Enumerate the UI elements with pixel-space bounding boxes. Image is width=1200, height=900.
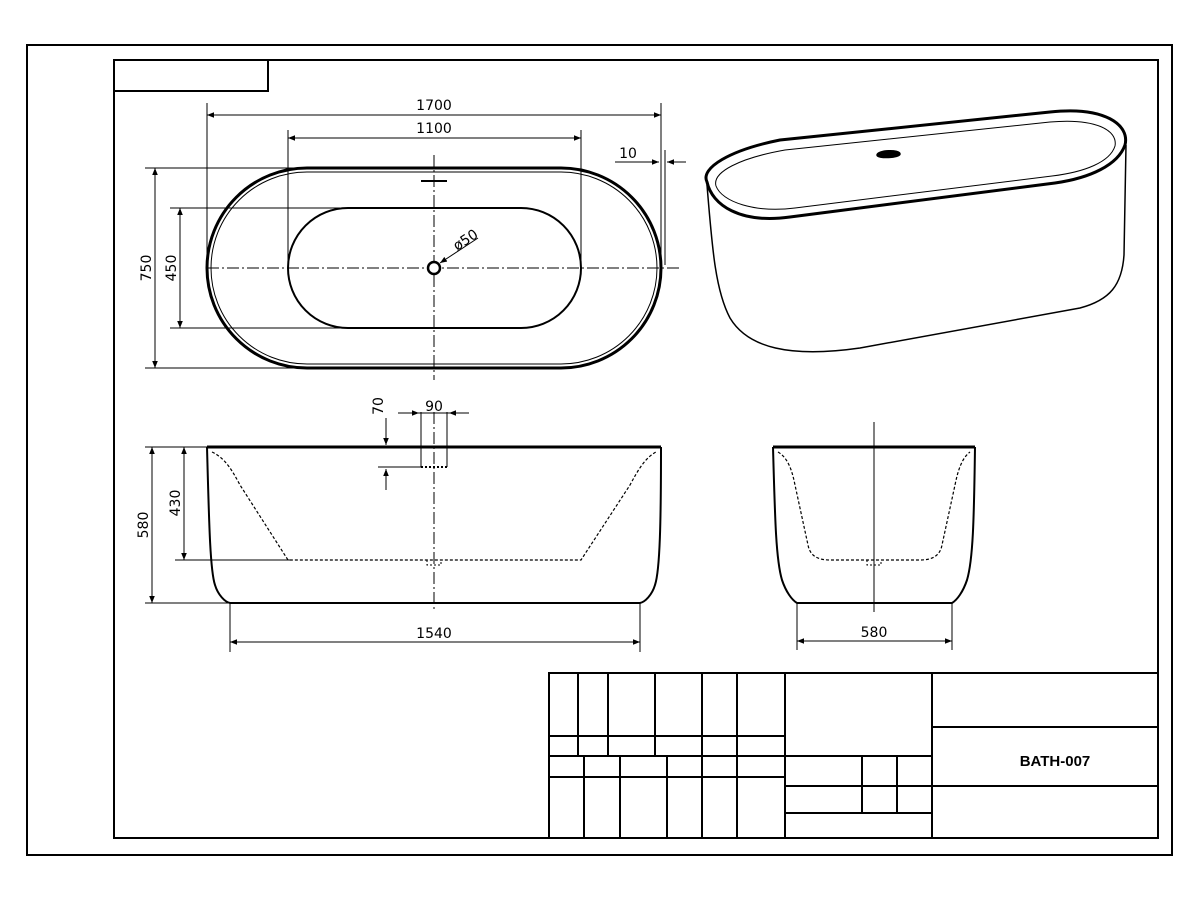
rim-offset-label: 10 [619, 146, 637, 162]
sheet-border [26, 44, 1173, 856]
plan-drain [426, 260, 442, 276]
overflow-height-label: 70 [371, 397, 387, 415]
plan-view: ø50 1700 1100 10 750 [139, 98, 686, 380]
side-outer-shell [206, 446, 662, 604]
inner-width-label: 450 [164, 255, 180, 282]
title-block [548, 672, 1159, 839]
plan-outer-rim [205, 166, 663, 370]
end-base-width-label: 580 [861, 625, 888, 641]
end-view: 580 [772, 422, 976, 650]
base-length-label: 1540 [416, 626, 452, 642]
isometric-overflow [876, 150, 901, 159]
overall-height-label: 580 [136, 512, 152, 539]
drawing-code: BATH-007 [1020, 753, 1091, 770]
inner-depth-label: 430 [168, 490, 184, 517]
isometric-view [704, 109, 1128, 353]
overall-width-label: 750 [139, 255, 155, 282]
side-view: 90 70 580 430 1540 [136, 397, 662, 652]
inner-length-label: 1100 [416, 121, 452, 137]
drain-diameter-label: ø50 [450, 227, 481, 255]
overall-length-label: 1700 [416, 98, 452, 114]
overflow-width-label: 90 [425, 399, 443, 415]
plan-inner-basin [287, 207, 582, 329]
